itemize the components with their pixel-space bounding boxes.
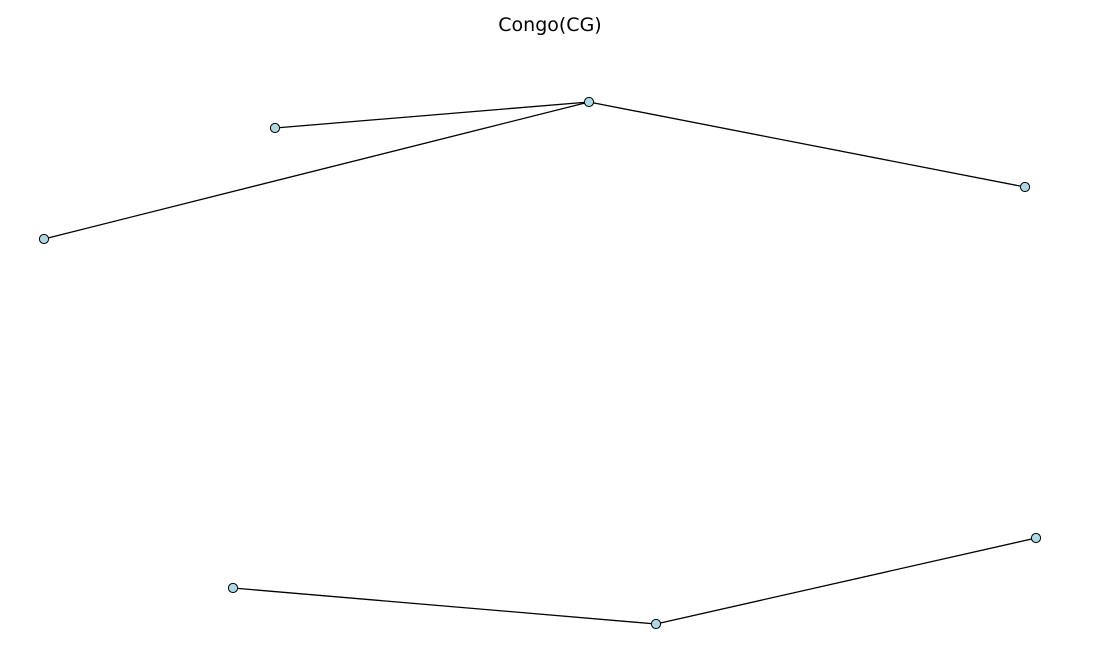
- edge-n6-n7: [655, 537, 1037, 625]
- edge-n1-n2: [274, 101, 590, 129]
- node-n2: [269, 122, 281, 134]
- node-n7: [1030, 532, 1042, 544]
- node-layer: [38, 96, 1042, 630]
- node-n1: [583, 96, 595, 108]
- node-n6: [650, 618, 662, 630]
- chart-title: Congo(CG): [498, 14, 602, 36]
- edge-n1-n3: [43, 101, 590, 240]
- node-n3: [38, 233, 50, 245]
- node-n5: [227, 582, 239, 594]
- edge-n5-n6: [232, 587, 657, 625]
- node-n4: [1019, 181, 1031, 193]
- edge-layer: [43, 101, 1037, 625]
- edge-n1-n4: [588, 101, 1026, 188]
